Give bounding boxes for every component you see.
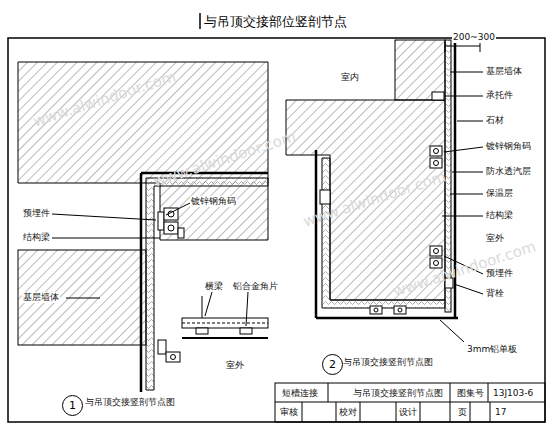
part-label: 基层墙体 [22,292,60,303]
part-label: 3mm铝单板 [466,344,518,355]
part-label: 防水透汽层 [485,166,532,177]
part-label: 室外 [225,360,245,371]
part-label: 预埋件 [22,208,51,219]
part-label: 基层墙体 [485,66,523,77]
part-label: 室内 [340,72,360,83]
callout-circle: 1 [62,395,83,416]
table-cell: 校对 [338,407,358,418]
part-label: 石材 [485,115,505,126]
table-cell: 设计 [398,407,418,418]
table-cell: 图集号 [456,388,485,399]
part-label: 200~300 [452,32,496,43]
table-cell: 短槽连接 [281,388,319,399]
part-label: 横梁 [204,281,224,292]
drawing-title: 与吊顶交接部位竖剖节点 [204,13,347,31]
part-label: 结构梁 [485,210,514,221]
part-label: 镀锌钢角码 [190,196,237,207]
part-label: 与吊顶交接竖剖节点图 [342,357,434,368]
part-label: 与吊顶交接竖剖节点图 [84,397,176,408]
table-cell: 13J103-6 [492,388,534,399]
table-cell: 17 [494,407,507,418]
part-label: 结构梁 [22,232,51,243]
callout-circle: 2 [322,354,343,375]
part-label: 铝合金角片 [232,281,279,292]
table-cell: 与吊顶交接竖剖节点图 [352,388,444,399]
part-label: 保温层 [485,188,514,199]
part-label: 室外 [485,233,505,244]
part-label: 背栓 [485,288,505,299]
table-cell: 页 [457,407,468,418]
part-label: 镀锌钢角码 [485,141,532,152]
table-cell: 审核 [279,407,299,418]
part-label: 承托件 [485,90,514,101]
callout-number: 1 [69,399,76,412]
callout-number: 2 [329,358,336,371]
